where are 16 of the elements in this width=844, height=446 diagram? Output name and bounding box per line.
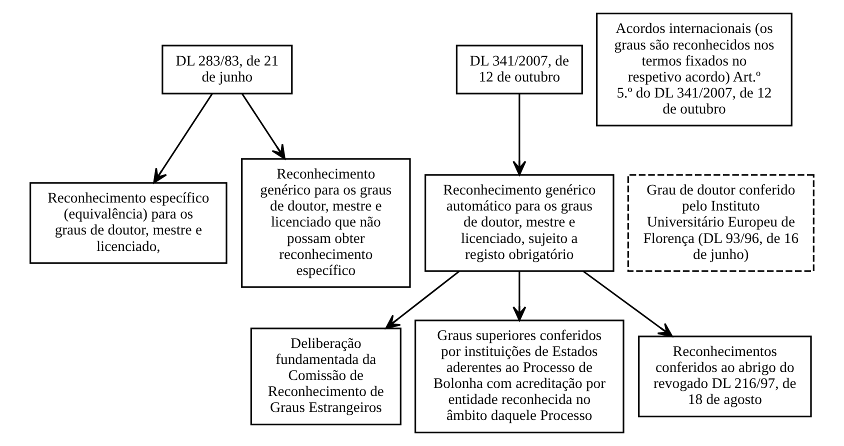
arrow <box>153 93 213 184</box>
node-box: Reconhecimentos conferidos ao abrigo do revogado DL 216/97, de 18 de agosto <box>638 336 812 418</box>
arrow <box>385 270 460 330</box>
node-box: Reconhecimento específico (equivalência) para os graus de doutor, mestre e licenciado, <box>30 182 228 264</box>
arrow <box>512 271 526 322</box>
arrow <box>242 93 286 160</box>
node-box: DL 283/83, de 21 de junho <box>162 44 293 94</box>
node-box: Reconhecimento genérico automático para os graus de doutor, mestre e licenciado, sujeito a registo obrigatório <box>424 174 614 272</box>
arrow <box>582 270 673 338</box>
node-box: Acordos internacionais (os graus são reconhecidos nos termos fixados no respetivo acordo) Art.º 5.º do DL 341/2007, de 12 de outubro <box>596 12 792 126</box>
arrow <box>512 94 526 176</box>
node-box: Grau de doutor conferido pelo Instituto Universitário Europeu de Florença (DL 93/96, de 16 de junho) <box>627 174 814 272</box>
node-box: Graus superiores conferidos por instituições de Estados aderentes ao Processo de Bolonha com acreditação por entidade reconhecida no âmbito daquele Processo <box>414 320 624 434</box>
node-box: DL 341/2007, de 12 de outubro <box>456 44 583 94</box>
node-box: Deliberação fundamentada da Comissão de Reconhecimento de Graus Estrangeiros <box>250 328 402 426</box>
node-box: Reconhecimento genérico para os graus de doutor, mestre e licenciado que não possam obter reconhecimento específico <box>241 158 411 288</box>
